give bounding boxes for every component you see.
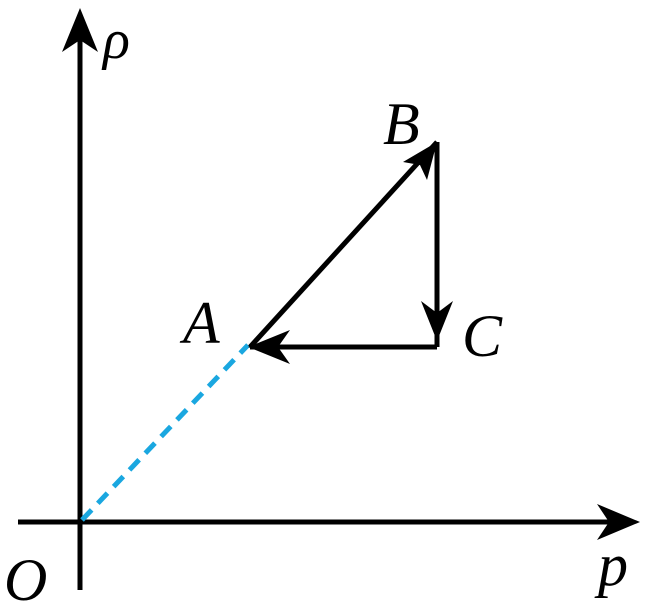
origin-label: O <box>4 547 47 613</box>
path-a-to-b <box>248 140 439 349</box>
arrow-a-to-b-icon <box>403 142 437 180</box>
point-b-label: B <box>383 91 420 157</box>
horizontal-axis-arrow-icon <box>597 504 640 540</box>
arrow-c-to-a-icon <box>248 330 290 364</box>
point-c-label: C <box>462 303 503 369</box>
origin-to-a-dashed-line <box>80 343 250 522</box>
vertical-axis-label: ρ <box>101 9 130 71</box>
arrow-b-to-c-icon <box>421 301 453 341</box>
horizontal-axis-label: p <box>594 532 628 598</box>
vertical-axis-arrow-icon <box>62 8 98 52</box>
point-a-label: A <box>179 290 220 356</box>
